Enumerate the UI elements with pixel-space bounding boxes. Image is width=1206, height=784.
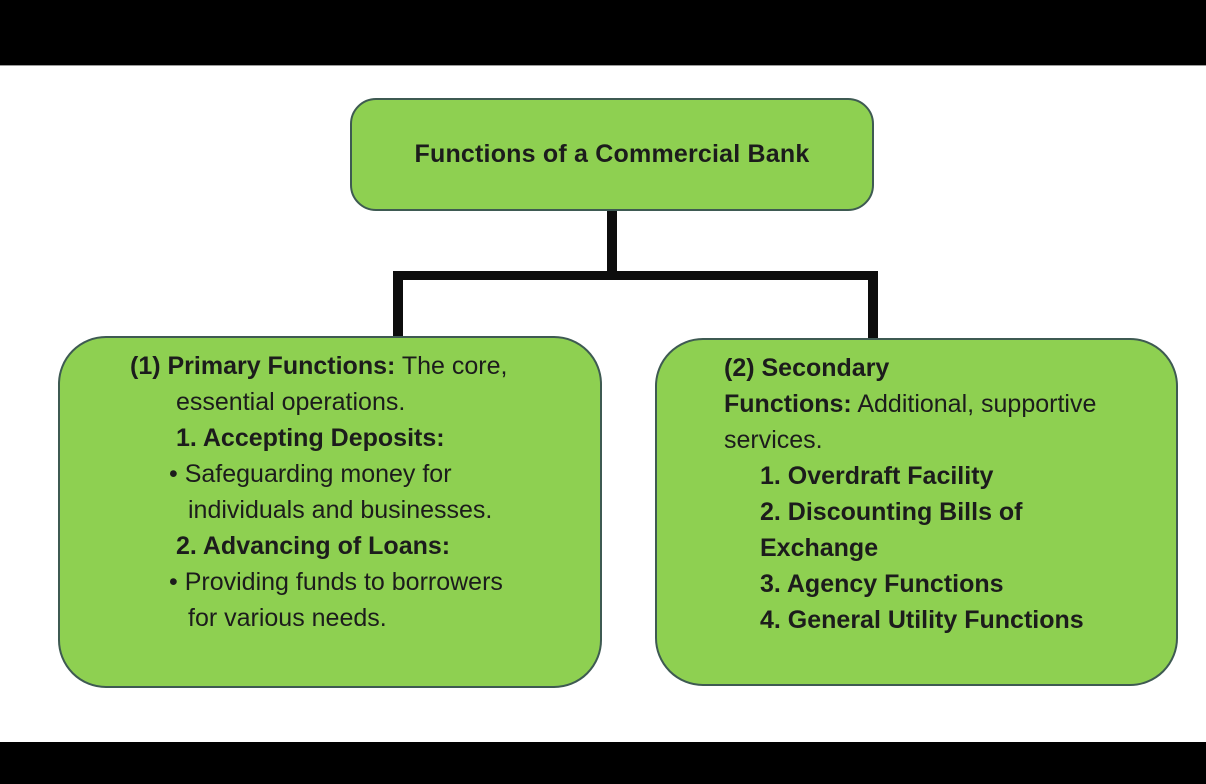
primary-functions-box: (1) Primary Functions: The core, essentia… — [58, 336, 602, 688]
connector-stem — [607, 211, 617, 275]
text-line: essential operations. — [176, 388, 406, 416]
text-line: 1. Overdraft Facility — [760, 462, 994, 490]
title-box: Functions of a Commercial Bank — [350, 98, 874, 211]
primary-functions-text: (1) Primary Functions: The core, essentia… — [60, 338, 600, 636]
text-line: • Providing funds to borrowers — [169, 568, 503, 596]
text-line: • Safeguarding money for — [169, 460, 452, 488]
text-line: 1. Accepting Deposits: — [176, 424, 445, 452]
text-line: individuals and businesses. — [188, 496, 493, 524]
connector-drop-right — [868, 271, 878, 339]
diagram-title: Functions of a Commercial Bank — [414, 140, 810, 168]
text-line: 2. Advancing of Loans: — [176, 532, 451, 560]
text-line: 2. Discounting Bills of — [760, 498, 1023, 526]
text-line: 4. General Utility Functions — [760, 606, 1084, 634]
text-line: 3. Agency Functions — [760, 570, 1004, 598]
letterbox-top-bar — [0, 0, 1206, 66]
text-line: Functions: Additional, supportive — [724, 390, 1097, 418]
connector-drop-left — [393, 271, 403, 337]
text-line: services. — [724, 426, 823, 454]
letterbox-bottom-bar — [0, 742, 1206, 784]
connector-horizontal — [393, 271, 878, 280]
text-line: for various needs. — [188, 604, 387, 632]
text-line: (1) Primary Functions: The core, — [130, 352, 508, 380]
text-line: Exchange — [760, 534, 879, 562]
text-line: (2) Secondary — [724, 354, 890, 382]
